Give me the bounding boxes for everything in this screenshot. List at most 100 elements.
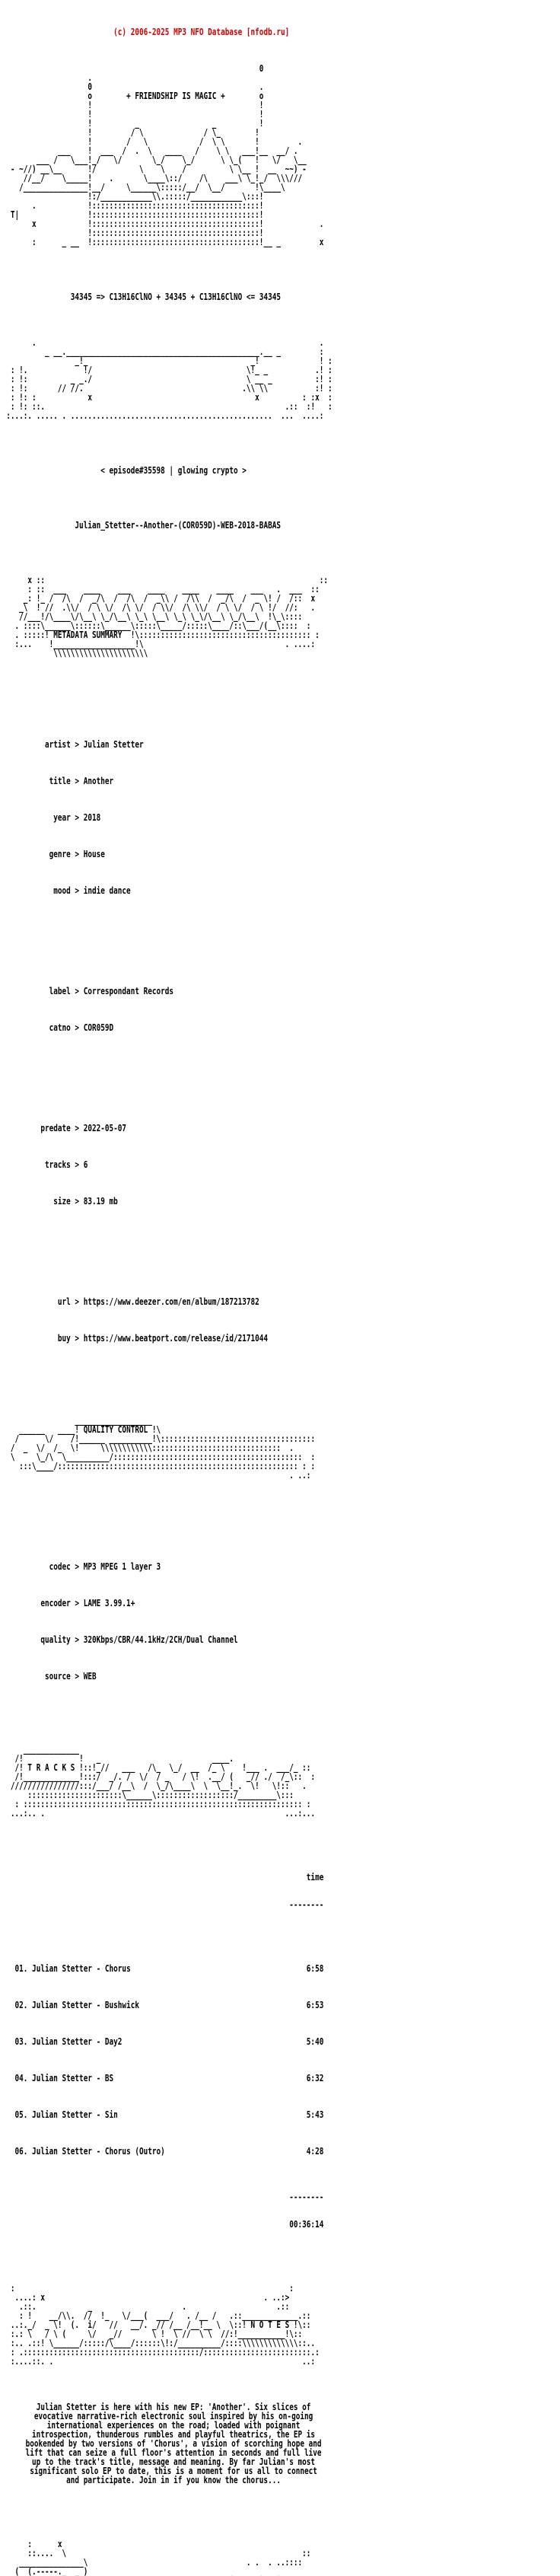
ascii-art-mountains: 0 . 0 . o + FRIENDSHIP IS MAGIC + o ! bbox=[10, 62, 324, 247]
metadata-value: Another bbox=[83, 775, 114, 786]
metadata-value: House bbox=[83, 848, 105, 859]
metadata-row: catno > COR059D bbox=[6, 1022, 560, 1033]
metadata-label: catno bbox=[49, 1022, 71, 1033]
quality-value: 320Kbps/CBR/44.1kHz/2CH/Dual Channel bbox=[83, 1634, 238, 1645]
quality-row: quality > 320Kbps/CBR/44.1kHz/2CH/Dual C… bbox=[6, 1634, 560, 1645]
track-time: 5:40 bbox=[306, 2036, 324, 2047]
track-time: 6:32 bbox=[306, 2072, 324, 2083]
track-title: 06. Julian Stetter - Chorus (Outro) bbox=[14, 2145, 165, 2157]
ascii-art-metadata-banner: x :: :: : :: ___ ____ ___ ____ ____ ____… bbox=[14, 574, 329, 658]
metadata-value: 6 bbox=[83, 1159, 88, 1170]
track-row: 02. Julian Stetter - Bushwick 6:53 bbox=[6, 1999, 324, 2010]
ascii-art-frame: . . _ __._______________________________… bbox=[6, 336, 332, 421]
metadata-row: artist > Julian Stetter bbox=[6, 738, 560, 750]
metadata-label: mood bbox=[53, 885, 71, 896]
metadata-group-release: artist > Julian Stetter title > Another … bbox=[6, 703, 560, 913]
metadata-label: tracks bbox=[44, 1159, 71, 1170]
metadata-row: tracks > 6 bbox=[6, 1159, 560, 1170]
metadata-label: url bbox=[57, 1296, 71, 1307]
ascii-art-tracks-banner: _____________ /! ! _ ____. /! T R A C K … bbox=[10, 1743, 316, 1819]
metadata-row: year > 2018 bbox=[6, 811, 560, 823]
metadata-url-value: https://www.beatport.com/release/id/2171… bbox=[83, 1332, 269, 1344]
track-time: 6:58 bbox=[306, 1962, 324, 1974]
metadata-label: title bbox=[49, 775, 71, 786]
track-time: 6:53 bbox=[306, 1999, 324, 2010]
kv-separator: > bbox=[70, 811, 84, 823]
quality-row: source > WEB bbox=[6, 1670, 560, 1682]
metadata-row: url > https://www.deezer.com/en/album/18… bbox=[6, 1296, 560, 1307]
kv-separator: > bbox=[70, 1670, 84, 1682]
quality-label: encoder bbox=[40, 1597, 71, 1608]
metadata-group-predate: predate > 2022-05-07 tracks > 6 size > 8… bbox=[6, 1087, 560, 1224]
track-title: 04. Julian Stetter - BS bbox=[14, 2072, 114, 2083]
kv-separator: > bbox=[70, 1332, 84, 1344]
quality-label: source bbox=[44, 1670, 71, 1682]
kv-separator: > bbox=[70, 1634, 84, 1645]
chemical-formula-line: 34345 => C13H16ClNO + 34345 + C13H16ClNO… bbox=[70, 291, 281, 302]
tracklist-divider: -------- bbox=[289, 1899, 324, 1910]
track-title: 05. Julian Stetter - Sin bbox=[14, 2109, 118, 2120]
quality-value: MP3 MPEG 1 layer 3 bbox=[83, 1561, 161, 1572]
track-title: 03. Julian Stetter - Day2 bbox=[14, 2036, 123, 2047]
metadata-label: label bbox=[49, 985, 71, 996]
metadata-row: size > 83.19 mb bbox=[6, 1195, 560, 1207]
ascii-art-quality-banner: __________________ ______ ____! QUALITY … bbox=[10, 1414, 316, 1481]
track-title: 02. Julian Stetter - Bushwick bbox=[14, 1999, 139, 2010]
metadata-value: 2022-05-07 bbox=[83, 1122, 127, 1133]
kv-separator: > bbox=[70, 848, 84, 859]
quality-row: codec > MP3 MPEG 1 layer 3 bbox=[6, 1561, 560, 1572]
kv-separator: > bbox=[70, 985, 84, 996]
metadata-row: genre > House bbox=[6, 848, 560, 859]
ascii-art-footer-horse: : x ::.... \ :: _______________\ . . . .… bbox=[14, 2538, 324, 2576]
metadata-value: 2018 bbox=[83, 811, 101, 823]
metadata-row: mood > indie dance bbox=[6, 885, 560, 896]
quality-label: codec bbox=[49, 1561, 71, 1572]
metadata-group-label: label > Correspondant Records catno > CO… bbox=[6, 950, 560, 1050]
track-time: 5:43 bbox=[306, 2109, 324, 2120]
kv-separator: > bbox=[70, 775, 84, 786]
episode-line: < episode#35598 | glowing crypto > bbox=[100, 464, 247, 476]
metadata-value: indie dance bbox=[83, 885, 131, 896]
tracklist-time-header: time bbox=[306, 1871, 324, 1883]
metadata-label: size bbox=[53, 1195, 71, 1207]
metadata-value: COR059D bbox=[83, 1022, 114, 1033]
kv-separator: > bbox=[70, 1561, 84, 1572]
kv-separator: > bbox=[70, 1597, 84, 1608]
metadata-row: title > Another bbox=[6, 776, 560, 786]
metadata-row: label > Correspondant Records bbox=[6, 985, 560, 996]
metadata-label: genre bbox=[49, 848, 71, 859]
kv-separator: > bbox=[70, 1195, 84, 1207]
metadata-value: Julian Stetter bbox=[83, 738, 144, 750]
quality-value: WEB bbox=[83, 1670, 97, 1682]
tracklist-divider: -------- bbox=[289, 2191, 324, 2202]
quality-info: codec > MP3 MPEG 1 layer 3 encoder > LAM… bbox=[6, 1526, 560, 1699]
kv-separator: > bbox=[70, 885, 84, 896]
kv-separator: > bbox=[70, 1122, 84, 1133]
release-name: Julian_Stetter--Another-(COR059D)-WEB-20… bbox=[75, 519, 281, 531]
kv-separator: > bbox=[70, 1159, 84, 1170]
metadata-label: predate bbox=[40, 1122, 71, 1133]
metadata-value: 83.19 mb bbox=[83, 1195, 118, 1207]
metadata-value: Correspondant Records bbox=[83, 985, 174, 996]
metadata-row: buy > https://www.beatport.com/release/i… bbox=[6, 1332, 560, 1344]
track-time: 4:28 bbox=[306, 2145, 324, 2157]
track-row: 05. Julian Stetter - Sin 5:43 bbox=[6, 2109, 324, 2120]
metadata-label: artist bbox=[44, 738, 71, 750]
metadata-url-value: https://www.deezer.com/en/album/18721378… bbox=[83, 1296, 259, 1307]
tracklist: time -------- 01. Julian Stetter - Choru… bbox=[6, 1854, 324, 2247]
metadata-label: buy bbox=[57, 1332, 71, 1344]
kv-separator: > bbox=[70, 1296, 84, 1307]
quality-label: quality bbox=[40, 1634, 71, 1645]
metadata-group-links: url > https://www.deezer.com/en/album/18… bbox=[6, 1261, 560, 1361]
track-row: 04. Julian Stetter - BS 6:32 bbox=[6, 2072, 324, 2083]
metadata-row: predate > 2022-05-07 bbox=[6, 1122, 560, 1133]
release-notes-paragraph: Julian Stetter is here with his new EP: … bbox=[25, 2401, 322, 2485]
track-row: 03. Julian Stetter - Day2 5:40 bbox=[6, 2036, 324, 2047]
quality-value: LAME 3.99.1+ bbox=[83, 1597, 135, 1608]
track-row: 06. Julian Stetter - Chorus (Outro) 4:28 bbox=[6, 2145, 324, 2157]
kv-separator: > bbox=[70, 1022, 84, 1033]
nfo-db-copyright: (c) 2006-2025 MP3 NFO Database [nfodb.ru… bbox=[113, 26, 290, 37]
